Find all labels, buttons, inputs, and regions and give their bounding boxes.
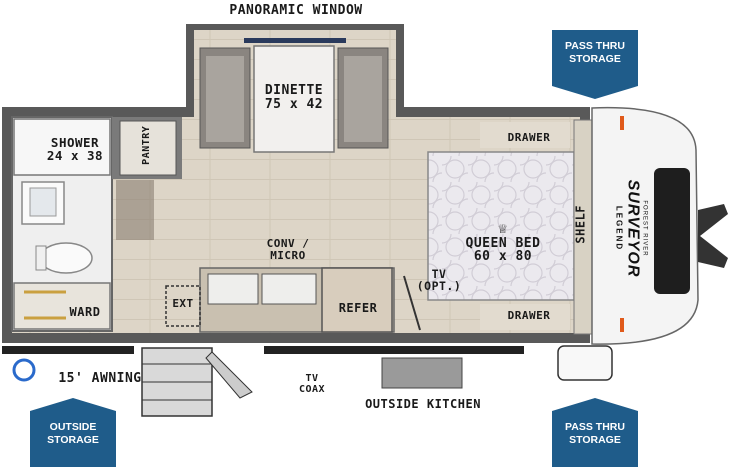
- drawer-top-label: DRAWER: [507, 131, 551, 144]
- tv-coax-line1: TV: [305, 373, 319, 384]
- outside-storage-arrow: [30, 398, 116, 411]
- window-top: [244, 38, 346, 43]
- brand-sub: LEGEND: [614, 205, 624, 252]
- awning-label: 15' AWNING: [58, 371, 142, 386]
- ext-label: EXT: [172, 297, 194, 310]
- conv-line: CONV /: [266, 237, 310, 250]
- pantry-label: PANTRY: [140, 125, 152, 165]
- ext-box: [165, 285, 201, 327]
- badge-bottom-line1: PASS THRU: [565, 421, 625, 433]
- shelf-label: SHELF: [573, 204, 588, 244]
- brand-top: FOREST RIVER: [641, 200, 648, 257]
- front-window: [654, 168, 690, 294]
- panoramic-window-label: PANORAMIC WINDOW: [229, 3, 363, 18]
- badge-top-line1: PASS THRU: [565, 40, 625, 52]
- awning-coil: [12, 358, 36, 382]
- refrigerator: [321, 267, 393, 333]
- bed: [427, 151, 575, 301]
- awning-rail: [2, 346, 134, 354]
- dinette-label: DINETTE 75 x 42: [254, 84, 334, 111]
- shower-size: 24 x 38: [46, 148, 104, 164]
- bed-size: 60 x 80: [473, 249, 533, 265]
- drawer-top: [480, 122, 570, 148]
- badge-top-line2: STORAGE: [569, 53, 621, 66]
- micro-line: MICRO: [270, 248, 306, 262]
- tv-line: TV: [431, 267, 447, 281]
- outside-storage-line2: STORAGE: [47, 434, 99, 447]
- dinette-size: 75 x 42: [264, 96, 324, 112]
- pass-thru-storage-bottom-badge: PASS THRU STORAGE: [552, 411, 638, 467]
- outside-storage-line1: OUTSIDE: [49, 421, 97, 433]
- shower-name: SHOWER: [50, 135, 100, 150]
- toilet: [39, 242, 93, 274]
- outside-storage-badge: OUTSIDE STORAGE: [30, 411, 116, 467]
- pass-thru-storage-top-badge: PASS THRU STORAGE: [552, 30, 638, 86]
- conv-micro-label: CONV / MICRO: [258, 238, 318, 261]
- hitch: [698, 204, 728, 268]
- ward-label: WARD: [69, 305, 101, 319]
- drawer-bottom: [480, 304, 570, 330]
- badge-bottom-arrow: [552, 398, 638, 411]
- drawer-bottom-label: DRAWER: [507, 309, 551, 322]
- tv-coax-line2: COAX: [298, 383, 326, 395]
- brand-name: SURVEYOR: [624, 179, 642, 278]
- crown-icon: ♕: [497, 218, 509, 237]
- refer-label: REFER: [338, 301, 378, 315]
- outside-kitchen-label: OUTSIDE KITCHEN: [365, 397, 481, 411]
- badge-bottom-line2: STORAGE: [569, 434, 621, 447]
- bed-label: ♕ QUEEN BED 60 x 80: [450, 218, 556, 265]
- shower-label: SHOWER 24 x 38: [40, 136, 110, 162]
- tv-coax-label: TV COAX: [292, 373, 332, 395]
- tv-label: TV (OPT.): [414, 268, 464, 292]
- tv-opt-line: (OPT.): [416, 279, 462, 294]
- brand-logo: FOREST RIVER SURVEYOR LEGEND: [615, 164, 648, 294]
- stove: [207, 273, 259, 305]
- badge-top-arrow: [552, 86, 638, 99]
- dinette-name: DINETTE: [264, 83, 324, 98]
- outside-kitchen: [381, 357, 463, 389]
- bed-name: QUEEN BED: [465, 235, 541, 251]
- dinette-table: [253, 45, 335, 153]
- shower: [13, 118, 111, 176]
